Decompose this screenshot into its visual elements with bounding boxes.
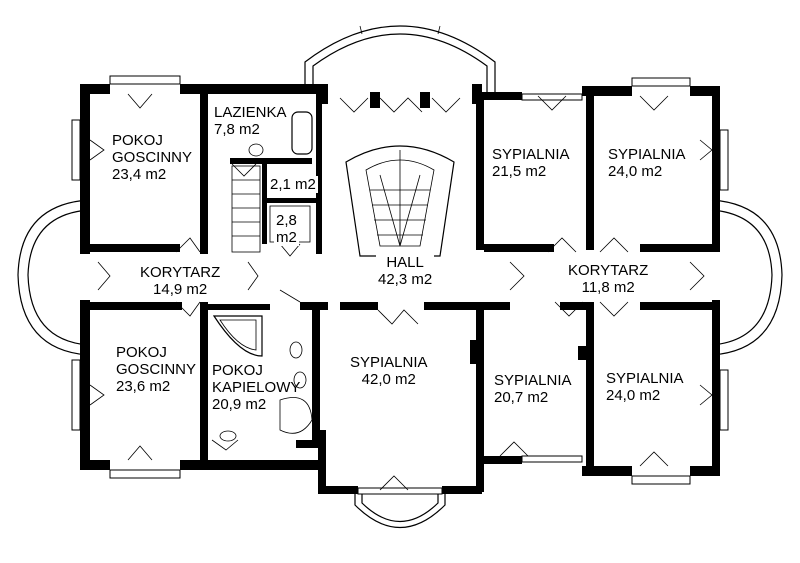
room-name: SYPIALNIA (492, 146, 570, 163)
room-name: SYPIALNIA (608, 146, 686, 163)
bay-bottom (354, 490, 446, 528)
room-area: 23,4 m2 (112, 166, 167, 183)
room-name: KORYTARZ (568, 262, 649, 279)
room-wc-small-2: 2,8 m2 (274, 212, 299, 246)
room-area: 42,0 m2 (361, 371, 416, 388)
room-name: LAZIENKA (214, 104, 287, 121)
room-name: HALL (376, 254, 435, 271)
room-name: POKOJ (116, 344, 167, 361)
room-sypialnia-center: SYPIALNIA 42,0 m2 (350, 354, 428, 388)
room-area: 24,0 m2 (608, 163, 663, 180)
room-area: 2,8 (274, 212, 299, 229)
room-name: POKOJ (112, 132, 163, 149)
room-area: 20,9 m2 (212, 396, 267, 413)
room-area: 7,8 m2 (214, 121, 260, 138)
room-korytarz-left: KORYTARZ 14,9 m2 (140, 264, 220, 298)
bay-left (17, 199, 89, 356)
room-area: 42,3 m2 (376, 271, 435, 288)
room-name: SYPIALNIA (494, 372, 572, 389)
room-hall: HALL 42,3 m2 (376, 254, 435, 288)
room-area-unit: m2 (274, 229, 299, 246)
room-area: 2,1 m2 (268, 176, 318, 193)
room-name: GOSCINNY (116, 361, 197, 378)
bay-right (711, 199, 783, 356)
room-area: 24,0 m2 (606, 387, 661, 404)
room-area: 20,7 m2 (494, 389, 549, 406)
windows (71, 75, 729, 495)
room-sypialnia-top-1: SYPIALNIA 21,5 m2 (492, 146, 570, 180)
interior-walls (90, 92, 712, 466)
room-area: 23,6 m2 (116, 378, 171, 395)
room-name: SYPIALNIA (350, 354, 428, 371)
room-pokoj-goscinny-bottom: POKOJ GOSCINNY 23,6 m2 (116, 344, 196, 395)
room-pokoj-kapielowy: POKOJ KAPIELOWY 20,9 m2 (212, 362, 300, 413)
room-sypialnia-bottom-2: SYPIALNIA 24,0 m2 (606, 370, 684, 404)
room-lazienka: LAZIENKA 7,8 m2 (214, 104, 287, 138)
room-area: 11,8 m2 (581, 279, 635, 296)
room-name: POKOJ (212, 362, 263, 379)
room-area: 14,9 m2 (153, 281, 208, 298)
bay-top (304, 25, 496, 92)
doors (89, 93, 713, 491)
room-pokoj-goscinny-top: POKOJ GOSCINNY 23,4 m2 (112, 132, 192, 183)
room-name: GOSCINNY (112, 149, 193, 166)
room-sypialnia-top-2: SYPIALNIA 24,0 m2 (608, 146, 686, 180)
room-name: KAPIELOWY (212, 379, 301, 396)
room-korytarz-right: KORYTARZ 11,8 m2 (568, 262, 648, 296)
room-area: 21,5 m2 (492, 163, 547, 180)
room-wc-small-1: 2,1 m2 (268, 176, 318, 193)
side-staircase (231, 165, 261, 253)
hall-staircase (345, 145, 455, 257)
room-name: KORYTARZ (140, 264, 221, 281)
room-name: SYPIALNIA (606, 370, 684, 387)
room-sypialnia-bottom-1: SYPIALNIA 20,7 m2 (494, 372, 572, 406)
